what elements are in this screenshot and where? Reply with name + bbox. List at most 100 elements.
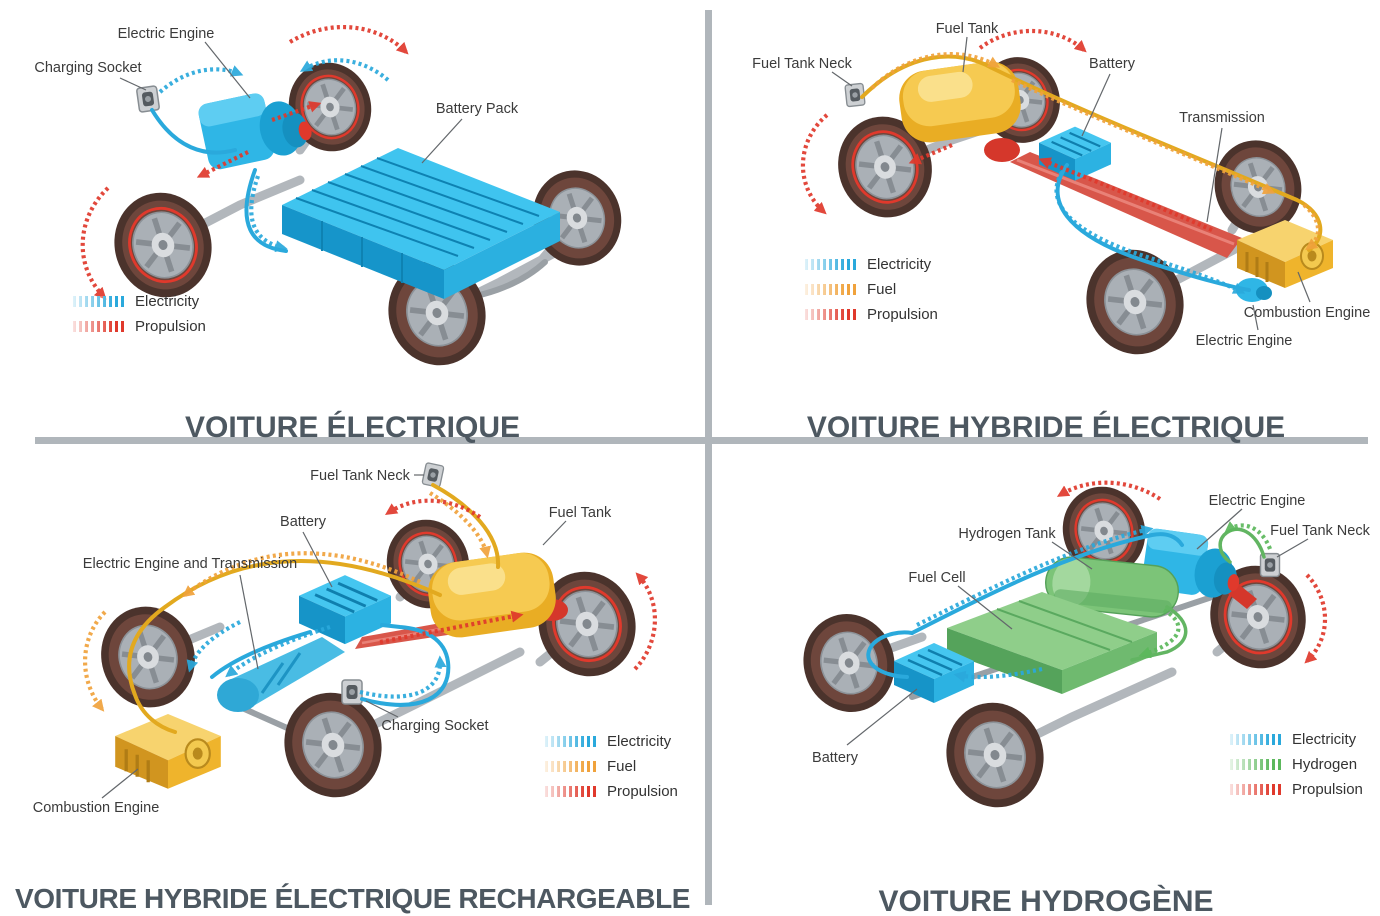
electricity-swatch bbox=[73, 296, 125, 307]
svg-text:Electric Engine: Electric Engine bbox=[1209, 493, 1306, 509]
title-plugin-hybrid: VOITURE HYBRIDE ÉLECTRIQUE RECHARGEABLE bbox=[14, 883, 691, 915]
label-fuel-tank-neck: Fuel Tank Neck bbox=[310, 468, 424, 484]
legend-item: Propulsion bbox=[73, 314, 206, 339]
label-battery: Battery bbox=[1081, 56, 1136, 137]
label-fuel-tank-neck: Fuel Tank Neck bbox=[1270, 523, 1371, 558]
electric-engine-and-transmission bbox=[217, 637, 345, 712]
svg-text:Electric Engine: Electric Engine bbox=[118, 26, 215, 42]
legend-item: Fuel bbox=[545, 754, 678, 779]
quadrant-hybrid: Fuel Tank Fuel Tank Neck Battery Transmi… bbox=[712, 0, 1380, 444]
battery bbox=[297, 573, 393, 646]
electric-car-illustration: Electric Engine Charging Socket Battery … bbox=[34, 24, 705, 385]
propulsion-flow bbox=[379, 498, 657, 671]
legend-hybrid: Electricity Fuel Propulsion bbox=[805, 252, 938, 327]
electricity-flow bbox=[150, 58, 390, 253]
fuel-swatch bbox=[545, 761, 597, 772]
legend-item: Electricity bbox=[805, 252, 938, 277]
label-fuel-tank: Fuel Tank bbox=[542, 505, 612, 546]
hybrid-car-illustration: Fuel Tank Fuel Tank Neck Battery Transmi… bbox=[752, 21, 1371, 385]
charging-socket bbox=[135, 84, 161, 114]
svg-text:Charging Socket: Charging Socket bbox=[381, 718, 488, 734]
title-electric: VOITURE ÉLECTRIQUE bbox=[184, 410, 521, 444]
propulsion-flow bbox=[1056, 480, 1328, 664]
legend-plugin-hybrid: Electricity Fuel Propulsion bbox=[545, 729, 678, 804]
hydrogen-swatch bbox=[1230, 759, 1282, 770]
battery-pack bbox=[282, 148, 560, 299]
svg-text:Fuel Tank Neck: Fuel Tank Neck bbox=[1270, 523, 1370, 539]
wheel bbox=[791, 602, 907, 724]
differential bbox=[984, 138, 1020, 162]
svg-text:Hydrogen Tank: Hydrogen Tank bbox=[958, 526, 1056, 542]
plugin-hybrid-car-illustration: Fuel Tank Neck Battery Fuel Tank Electri… bbox=[33, 461, 657, 816]
label-charging-socket: Charging Socket bbox=[34, 60, 147, 91]
label-hydrogen-tank: Hydrogen Tank bbox=[958, 526, 1093, 570]
wheel bbox=[933, 690, 1057, 820]
label-fuel-tank: Fuel Tank bbox=[936, 21, 999, 73]
combustion-engine bbox=[113, 712, 223, 791]
fuel-swatch bbox=[805, 284, 857, 295]
propulsion-swatch bbox=[73, 321, 125, 332]
svg-text:Battery: Battery bbox=[812, 750, 859, 766]
propulsion-swatch bbox=[805, 309, 857, 320]
label-fuel-tank-neck: Fuel Tank Neck bbox=[752, 56, 853, 87]
svg-text:Combustion Engine: Combustion Engine bbox=[1244, 305, 1371, 321]
quadrant-plugin-hybrid: Fuel Tank Neck Battery Fuel Tank Electri… bbox=[0, 447, 705, 916]
electricity-flow bbox=[866, 524, 1184, 683]
fuel-flow bbox=[860, 52, 1323, 252]
label-combustion-engine: Combustion Engine bbox=[1244, 271, 1371, 321]
label-charging-socket: Charging Socket bbox=[365, 700, 489, 734]
horizontal-divider bbox=[35, 437, 1368, 444]
svg-text:Electric Engine and Transmissi: Electric Engine and Transmission bbox=[83, 556, 297, 572]
svg-text:Electric Engine: Electric Engine bbox=[1196, 333, 1293, 349]
svg-text:Battery Pack: Battery Pack bbox=[436, 101, 519, 117]
svg-text:Combustion Engine: Combustion Engine bbox=[33, 800, 160, 816]
electricity-flow bbox=[1054, 163, 1251, 294]
svg-text:Fuel Cell: Fuel Cell bbox=[908, 570, 965, 586]
vertical-divider bbox=[705, 10, 712, 905]
quadrant-hydrogen: Electric Engine Fuel Tank Neck Hydrogen … bbox=[712, 447, 1380, 916]
charging-socket bbox=[341, 679, 363, 705]
electricity-swatch bbox=[545, 736, 597, 747]
svg-text:Fuel Tank: Fuel Tank bbox=[936, 21, 999, 37]
legend-item: Propulsion bbox=[805, 302, 938, 327]
propulsion-swatch bbox=[1230, 784, 1282, 795]
svg-text:Battery: Battery bbox=[280, 514, 327, 530]
legend-item: Electricity bbox=[1230, 727, 1363, 752]
label-electric-engine: Electric Engine bbox=[1196, 304, 1293, 349]
legend-item: Electricity bbox=[545, 729, 678, 754]
label-electric-engine: Electric Engine bbox=[1196, 493, 1306, 550]
legend-hydrogen: Electricity Hydrogen Propulsion bbox=[1230, 727, 1363, 802]
legend-electric: Electricity Propulsion bbox=[73, 289, 206, 339]
label-battery: Battery bbox=[812, 688, 918, 766]
wheel bbox=[271, 680, 395, 810]
svg-text:Fuel Tank Neck: Fuel Tank Neck bbox=[752, 56, 852, 72]
label-fuel-cell: Fuel Cell bbox=[908, 570, 1013, 630]
label-electric-engine: Electric Engine bbox=[118, 26, 251, 99]
electricity-flow bbox=[186, 620, 451, 707]
legend-item: Hydrogen bbox=[1230, 752, 1363, 777]
electricity-swatch bbox=[805, 259, 857, 270]
legend-item: Electricity bbox=[73, 289, 206, 314]
propulsion-flow bbox=[800, 28, 1213, 232]
quadrant-electric: Electric Engine Charging Socket Battery … bbox=[0, 0, 705, 444]
transmission bbox=[1010, 152, 1242, 258]
title-hydrogen: VOITURE HYDROGÈNE bbox=[878, 884, 1214, 916]
legend-item: Propulsion bbox=[1230, 777, 1363, 802]
svg-text:Fuel Tank: Fuel Tank bbox=[549, 505, 612, 521]
propulsion-flow bbox=[80, 24, 409, 300]
label-combustion-engine: Combustion Engine bbox=[33, 768, 160, 816]
label-battery: Battery bbox=[280, 514, 333, 588]
legend-item: Propulsion bbox=[545, 779, 678, 804]
svg-text:Fuel Tank Neck: Fuel Tank Neck bbox=[310, 468, 410, 484]
svg-text:Battery: Battery bbox=[1089, 56, 1136, 72]
legend-item: Fuel bbox=[805, 277, 938, 302]
hydrogen-car-illustration: Electric Engine Fuel Tank Neck Hydrogen … bbox=[712, 447, 1371, 857]
label-battery-pack: Battery Pack bbox=[421, 101, 519, 164]
electricity-swatch bbox=[1230, 734, 1282, 745]
hydrogen-flow bbox=[1130, 521, 1272, 662]
svg-text:Transmission: Transmission bbox=[1179, 110, 1265, 126]
svg-text:Charging Socket: Charging Socket bbox=[34, 60, 141, 76]
label-transmission: Transmission bbox=[1179, 110, 1265, 223]
label-electric-engine-and-transmission: Electric Engine and Transmission bbox=[83, 556, 297, 670]
